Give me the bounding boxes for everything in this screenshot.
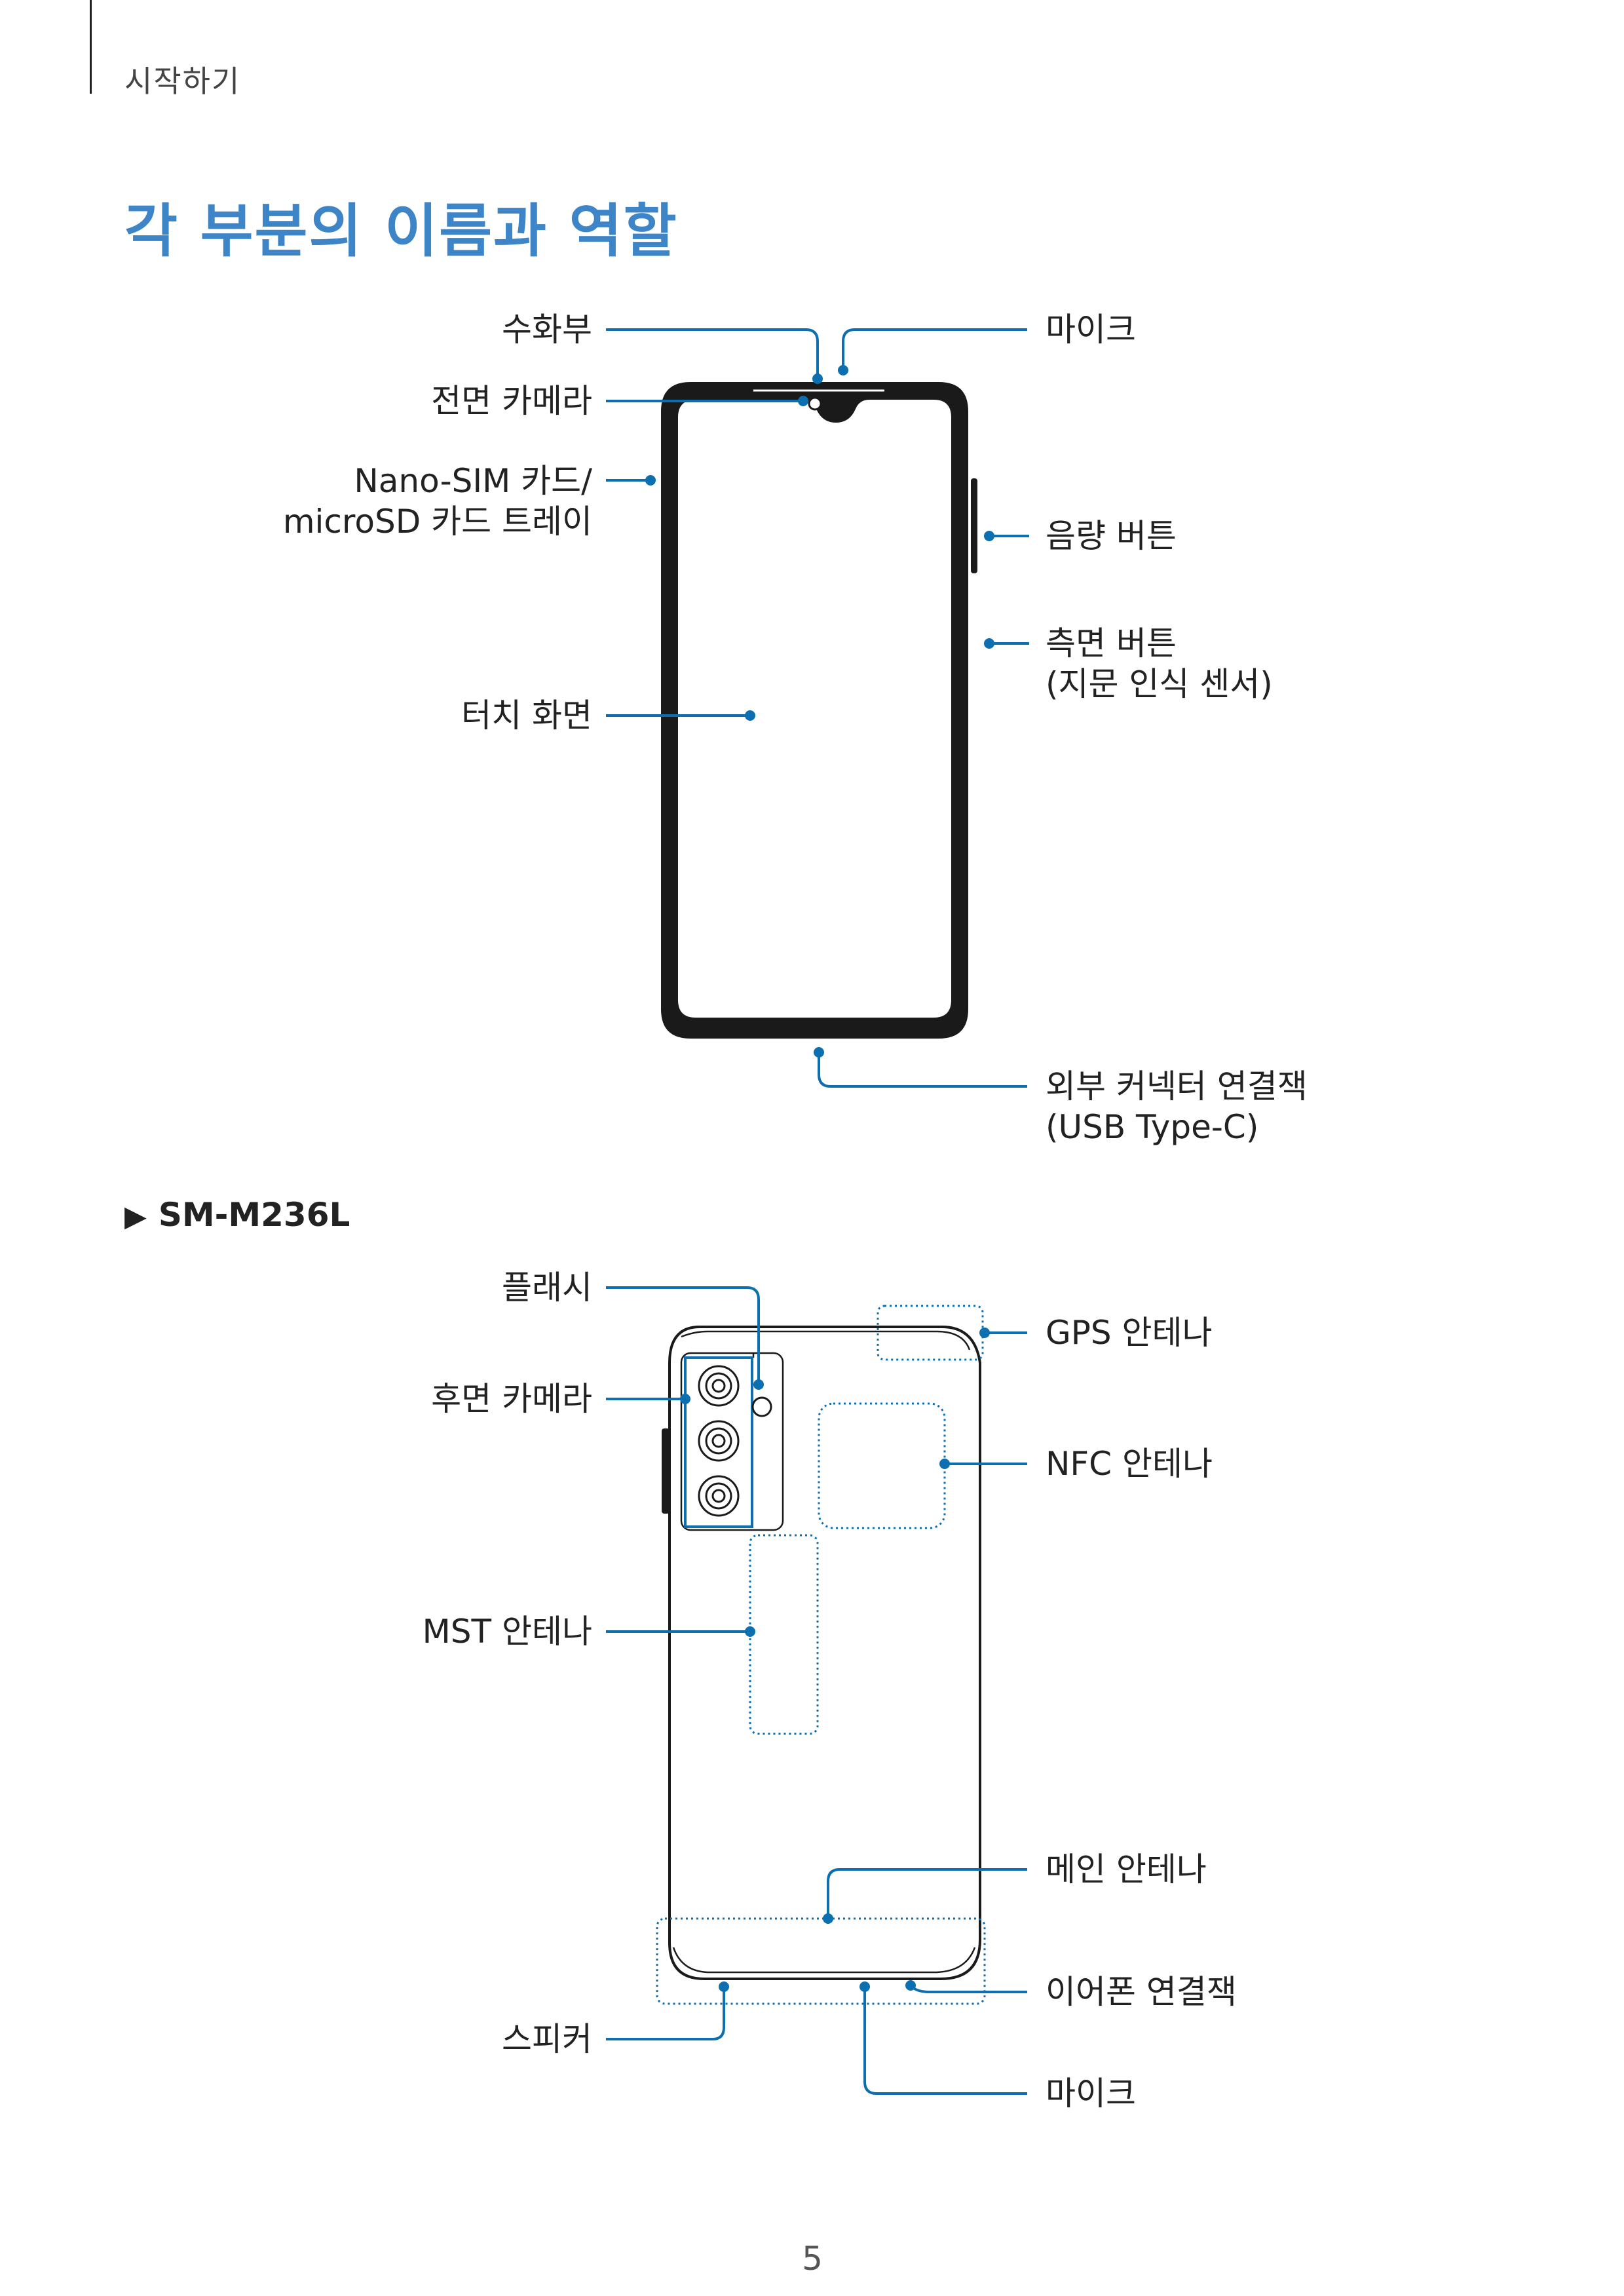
connector-dot bbox=[814, 1047, 824, 1058]
rear-bottom-curve bbox=[672, 1947, 976, 1974]
label-receiver: 수화부 bbox=[502, 311, 592, 349]
earphone-dot bbox=[905, 1980, 916, 1991]
label-mic-bottom: 마이크 bbox=[1046, 2075, 1136, 2113]
touch-screen-dot bbox=[745, 710, 755, 721]
camera-highlight bbox=[684, 1356, 753, 1528]
lens-1-outer bbox=[698, 1365, 740, 1407]
front-camera-lens bbox=[808, 396, 822, 411]
front-callout-dots bbox=[645, 365, 994, 1058]
model-heading: ▶ SM-M236L bbox=[124, 1196, 350, 1234]
speaker-leader bbox=[606, 1989, 725, 2040]
lens-2-outer bbox=[698, 1420, 740, 1462]
label-nfc-antenna: NFC 안테나 bbox=[1046, 1445, 1213, 1483]
mic-top-dot bbox=[838, 365, 848, 375]
label-flash: 플래시 bbox=[502, 1269, 592, 1307]
lens-3-inner bbox=[711, 1489, 726, 1503]
gps-antenna-region bbox=[877, 1305, 984, 1361]
front-phone bbox=[661, 382, 977, 1039]
label-sim-tray-line1: Nano-SIM 카드/ bbox=[354, 462, 592, 500]
page-number: 5 bbox=[802, 2240, 823, 2278]
mic-top-leader bbox=[842, 328, 1027, 367]
speaker-dot bbox=[719, 1981, 729, 1992]
label-rear-camera: 후면 카메라 bbox=[431, 1380, 592, 1418]
label-gps-antenna: GPS 안테나 bbox=[1046, 1314, 1213, 1352]
label-front-camera: 전면 카메라 bbox=[431, 382, 592, 420]
model-name: SM-M236L bbox=[158, 1196, 350, 1234]
label-side-button: 측면 버튼 (지문 인식 센서) bbox=[1046, 623, 1273, 704]
label-main-antenna: 메인 안테나 bbox=[1046, 1850, 1207, 1888]
label-connector-line2: (USB Type-C) bbox=[1046, 1108, 1259, 1146]
front-screen bbox=[678, 400, 951, 1018]
volume-dot bbox=[984, 531, 994, 541]
mic-bottom-dot bbox=[859, 1981, 870, 1992]
mst-antenna-region bbox=[749, 1534, 819, 1735]
header-rule bbox=[90, 0, 92, 94]
earphone-leader bbox=[911, 1985, 1027, 1993]
flash-leader bbox=[606, 1286, 760, 1383]
main-antenna-dot bbox=[823, 1913, 833, 1924]
sim-tray-dot bbox=[645, 475, 656, 486]
lens-1-inner bbox=[711, 1379, 726, 1393]
receiver-dot bbox=[812, 373, 823, 384]
triangle-right-icon: ▶ bbox=[124, 1200, 147, 1233]
page-title: 각 부분의 이름과 역할 bbox=[124, 197, 678, 265]
lens-3-mid bbox=[705, 1482, 732, 1510]
rear-phone-outline bbox=[668, 1326, 981, 1980]
nfc-antenna-region bbox=[818, 1402, 946, 1529]
label-mic-top: 마이크 bbox=[1046, 311, 1136, 349]
nfc-dot bbox=[939, 1459, 950, 1469]
label-side-button-line1: 측면 버튼 bbox=[1046, 624, 1177, 662]
flash-lens bbox=[751, 1396, 772, 1417]
connector-leader bbox=[818, 1055, 1027, 1088]
side-button-dot bbox=[984, 638, 994, 649]
main-antenna-leader bbox=[827, 1868, 1027, 1919]
rear-callout-dots bbox=[680, 1328, 990, 1992]
lens-2-inner bbox=[711, 1434, 726, 1448]
rear-phone bbox=[662, 1326, 981, 1980]
receiver-leader bbox=[606, 328, 819, 375]
rear-side-button bbox=[662, 1428, 670, 1514]
mic-bottom-leader bbox=[863, 1989, 1027, 2095]
flash-dot bbox=[753, 1379, 764, 1390]
label-sim-tray: Nano-SIM 카드/ microSD 카드 트레이 bbox=[283, 461, 592, 542]
section-header: 시작하기 bbox=[124, 64, 241, 99]
rear-top-curve bbox=[681, 1330, 971, 1350]
camera-module-outer bbox=[680, 1352, 784, 1531]
label-touch-screen: 터치 화면 bbox=[461, 697, 592, 735]
label-speaker: 스피커 bbox=[502, 2020, 592, 2058]
front-callouts bbox=[606, 328, 1029, 1088]
front-camera-dot bbox=[798, 396, 808, 406]
label-earphone-jack: 이어폰 연결잭 bbox=[1046, 1973, 1237, 2011]
lens-2-mid bbox=[705, 1427, 732, 1455]
label-side-button-line2: (지문 인식 센서) bbox=[1046, 665, 1273, 703]
label-volume-button: 음량 버튼 bbox=[1046, 517, 1177, 555]
label-mst-antenna: MST 안테나 bbox=[422, 1613, 592, 1651]
antenna-regions bbox=[656, 1305, 986, 2005]
rear-lenses bbox=[698, 1365, 772, 1517]
rear-camera-dot bbox=[680, 1394, 690, 1404]
side-button-shape bbox=[971, 478, 977, 573]
lens-3-outer bbox=[698, 1475, 740, 1517]
bottom-antenna-region bbox=[656, 1917, 986, 2005]
label-sim-tray-line2: microSD 카드 트레이 bbox=[282, 503, 592, 541]
gps-dot bbox=[979, 1328, 990, 1338]
label-connector-line1: 외부 커넥터 연결잭 bbox=[1046, 1067, 1308, 1105]
lens-1-mid bbox=[705, 1372, 732, 1400]
mst-dot bbox=[745, 1626, 755, 1637]
label-connector: 외부 커넥터 연결잭 (USB Type-C) bbox=[1046, 1066, 1308, 1147]
